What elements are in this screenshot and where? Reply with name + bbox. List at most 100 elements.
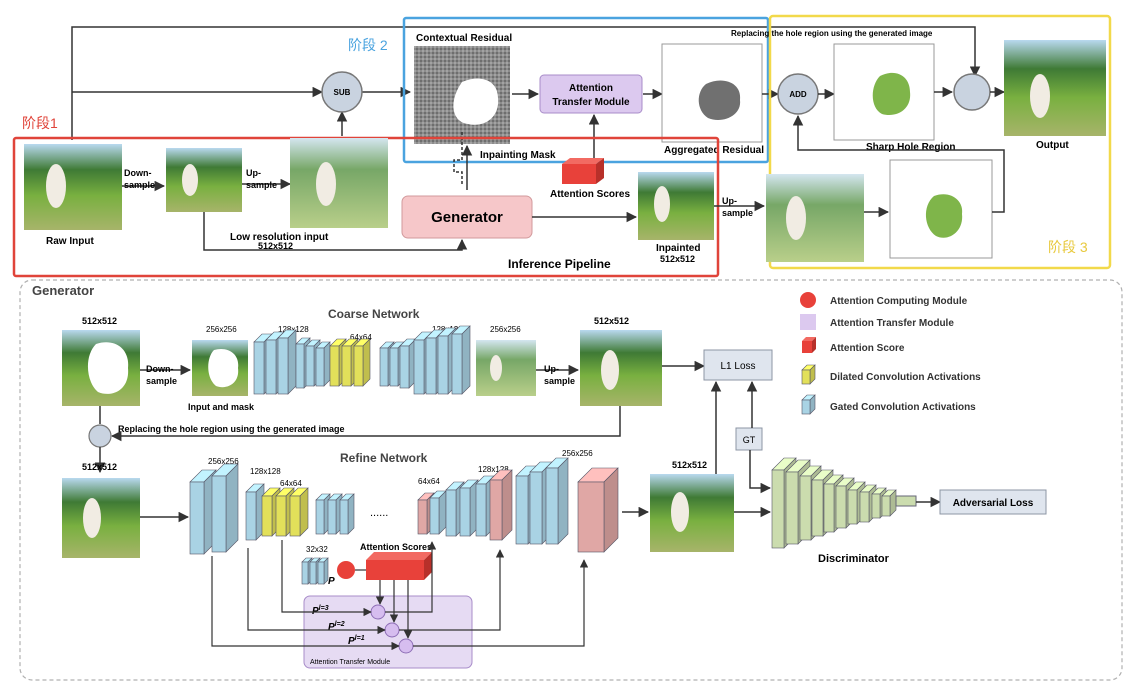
gt-label: GT [743,435,756,445]
contextual-residual-hole [453,78,499,125]
refine-res-64-2: 64x64 [418,477,440,486]
coarse-network-title: Coarse Network [328,307,420,321]
output-dog [1030,74,1050,118]
coarse-res-512-out: 512x512 [594,316,629,326]
replace-node [88,424,112,448]
p2-main: P [328,622,335,633]
refine-layer-2 [211,463,239,553]
skip-line-top [71,26,981,140]
refine-res-32: 32x32 [306,545,328,554]
sub-label: SUB [334,88,351,97]
refine-input-dog [83,498,101,538]
refine-layer-6 [289,487,309,537]
legend-item-2: Attention Transfer Module [800,314,954,330]
coarse-layer-16 [451,325,471,395]
stage1-label: 阶段1 [22,115,58,131]
attention-scores-top-label: Attention Scores [550,189,630,200]
inference-pipeline-label: Inference Pipeline [508,257,611,271]
stage3-cut-patch [925,194,963,238]
transfer-out-2 [399,549,505,631]
refine-res-128-2: 128x128 [478,465,509,474]
yellow-layer-icon [801,364,816,385]
transfer-node-3 [370,604,386,620]
refine-res-256-2: 256x256 [562,449,593,458]
up-sample-b-2: sample [722,208,753,218]
attention-transfer-line2: Transfer Module [552,97,630,108]
refine-res-128-1: 128x128 [250,467,281,476]
p3-sup: l=3 [319,605,329,612]
generator-label: Generator [431,209,503,226]
coarse-down-2: sample [146,376,177,386]
attention-score-cube [562,164,596,184]
transfer-node-1 [398,638,414,654]
low-res-size-label: 512x512 [258,241,293,251]
refine-network-title: Refine Network [340,451,428,465]
transfer-out-3 [385,541,437,613]
down-sample-2: sample [124,180,155,190]
inpainting-mask-label: Inpainting Mask [480,150,556,161]
generator-section-box [19,279,1123,681]
l1-loss-box [703,349,773,381]
legend-item-4: Dilated Convolution Activations [801,364,981,385]
refine-layer-19 [577,467,619,553]
refine-res-512-in: 512x512 [82,462,117,472]
low-res-input-label: Low resolution input [230,232,329,243]
upsampled-image [290,138,388,228]
refine-network-layers [189,457,619,585]
refine-output-dog [671,492,689,532]
coarse-up-2: sample [544,376,575,386]
skip-line-2 [247,548,386,635]
legend-label-5: Gated Convolution Activations [830,402,976,413]
refine-layer-11 [429,490,447,535]
sharp-hole-label: Sharp Hole Region [866,142,955,153]
up-sample-2: sample [246,180,277,190]
coarse-input-hole [87,342,129,394]
aggregated-residual-label: Aggregated Residual [664,145,764,156]
disc-final-block [895,495,917,507]
blue-layer-icon [801,394,816,415]
raw-input-label: Raw Input [46,236,94,247]
attention-transfer-module-box [539,74,643,114]
refine-32-layer-3 [317,557,329,585]
inpainted-label: Inpainted [656,243,700,254]
attention-score-cube-top [562,158,604,164]
transfer-out-1 [413,559,589,647]
refine-layer-13 [459,479,479,537]
inpainted-dog [654,186,670,222]
discriminator-label: Discriminator [818,553,890,565]
sub-node [321,71,363,113]
refine-layer-3 [245,483,265,541]
discriminator-layers [771,457,897,549]
legend-label-3: Attention Score [830,343,905,354]
output-image [1004,40,1106,136]
mask-arrow-dashed [453,132,463,184]
legend-label-4: Dilated Convolution Activations [830,372,981,383]
attention-computing-node [337,561,355,579]
p2-sup: l=2 [335,621,345,628]
stage3-upsampled-image [766,174,864,262]
inpainted-size-label: 512x512 [660,254,695,264]
red-circle-icon [800,292,816,308]
stage2-label: 阶段 2 [348,37,388,53]
coarse-out-small-image [476,340,536,396]
coarse-down-1: Down- [146,364,174,374]
coarse-replace-line [110,406,621,442]
skip-line-3 [281,540,372,617]
blue-layer-shape [801,394,816,415]
refine-output-image [650,474,734,552]
coarse-out-small-dog [490,355,502,381]
refine-res-512-out: 512x512 [672,460,707,470]
refine-layer-9 [339,493,355,535]
yellow-layer-shape [801,364,816,385]
stage3-upsampled-dog [786,196,806,240]
aggregated-residual-blob [698,80,741,120]
legend-item-1: Attention Computing Module [800,292,968,308]
upsampled-dog [316,162,336,206]
coarse-res-256-in: 256x256 [206,325,237,334]
add-label: ADD [789,90,807,99]
transfer-node-2 [384,622,400,638]
disc-layer-10 [881,489,897,517]
coarse-output-image [580,330,662,406]
